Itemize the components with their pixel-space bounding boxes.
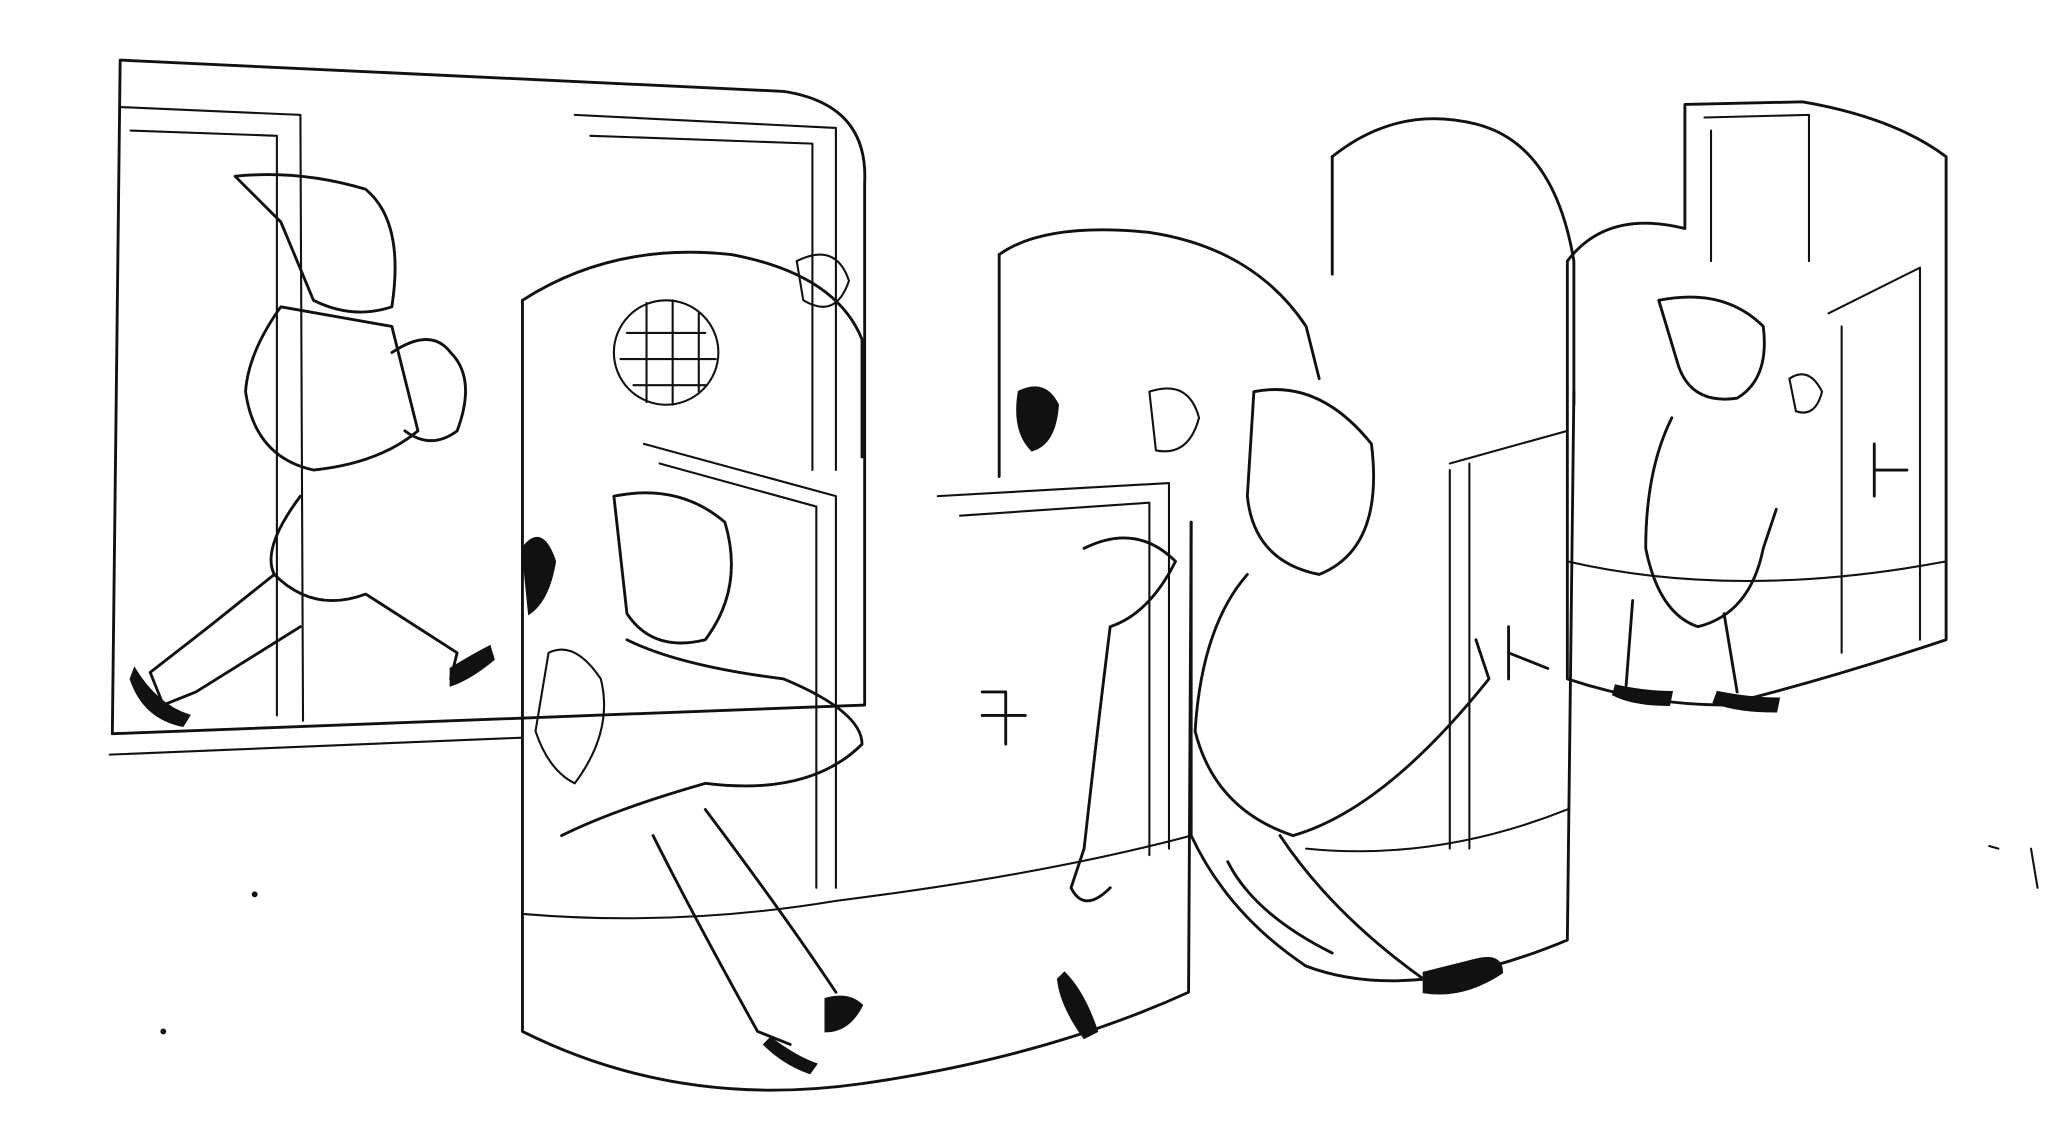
walking-man-back <box>129 173 495 727</box>
walking-man-middle <box>1056 388 1504 1040</box>
man-at-door-right <box>1611 295 1824 713</box>
right-cylinder <box>1330 100 1948 707</box>
walking-man-front <box>521 491 864 1075</box>
stray-marks <box>160 844 2039 1035</box>
back-wall-panel <box>108 58 867 756</box>
front-cylinder-left <box>521 250 1193 1092</box>
